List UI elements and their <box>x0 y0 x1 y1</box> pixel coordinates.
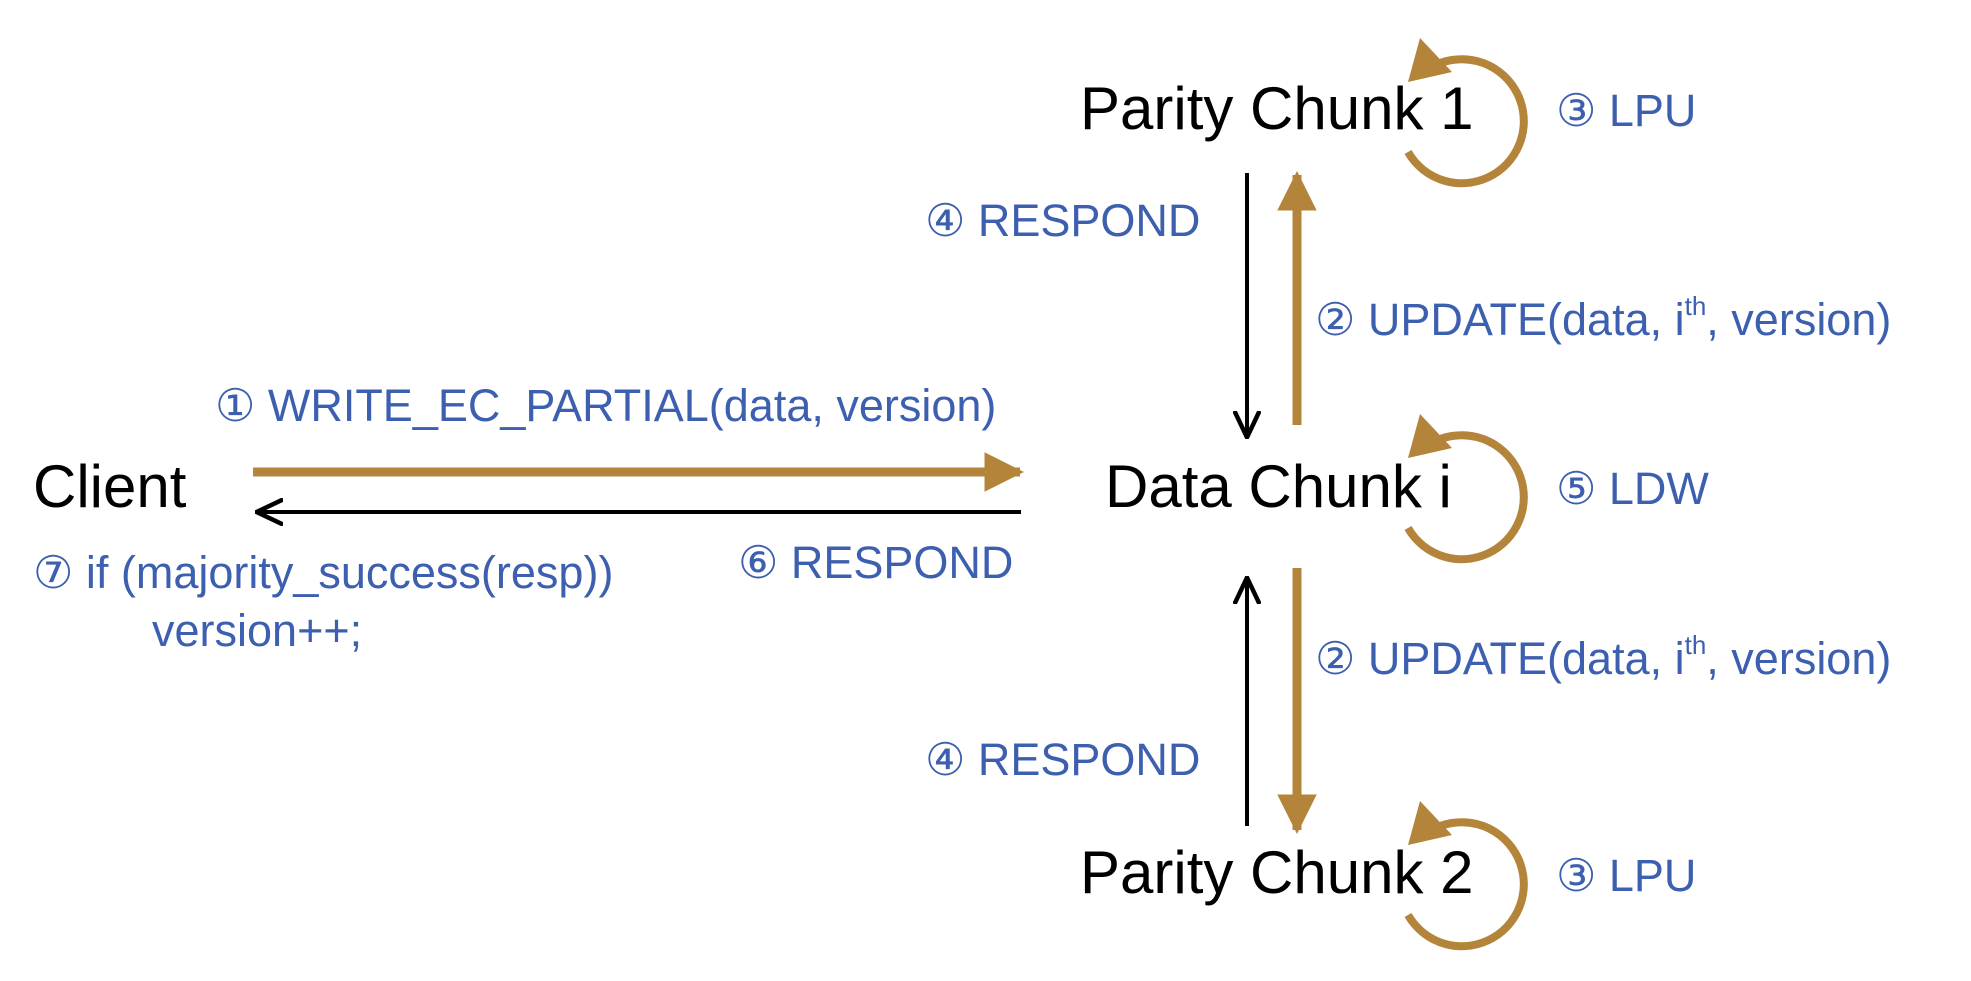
parity2-loop-arrowhead <box>1408 801 1452 845</box>
step5-number: ⑤ <box>1556 462 1597 515</box>
parity2-self-loop <box>1404 818 1528 951</box>
step7-label: ⑦ if (majority_success(resp)) <box>33 550 613 595</box>
step1-number: ① <box>215 379 256 432</box>
step3-top-number: ③ <box>1556 84 1597 137</box>
step4-bottom-number: ④ <box>925 733 966 786</box>
parity1-loop-arrowhead <box>1408 38 1452 82</box>
step2-bottom-text: UPDATE(data, i <box>1355 633 1685 684</box>
step2-bottom-sup: th <box>1684 630 1707 660</box>
step2-bottom-label: ② UPDATE(data, ith, version) <box>1315 632 1892 684</box>
parity1-self-loop <box>1404 55 1528 188</box>
step3-bottom-text: LPU <box>1596 850 1697 901</box>
data-chunk-node: Data Chunk i <box>1105 453 1452 520</box>
step6-number: ⑥ <box>738 536 779 589</box>
step6-text: RESPOND <box>778 537 1014 588</box>
step7-condition: if (majority_success(resp)) <box>73 547 614 598</box>
step4-top-text: RESPOND <box>965 195 1201 246</box>
step5-label: ⑤ LDW <box>1556 466 1709 511</box>
step4-bottom-text: RESPOND <box>965 734 1201 785</box>
step7-increment: version++; <box>152 605 363 656</box>
data-chunk-self-loop <box>1404 431 1528 564</box>
step6-label: ⑥ RESPOND <box>738 540 1013 585</box>
step2-bottom-text-end: , version) <box>1706 633 1892 684</box>
step2-top-text-end: , version) <box>1706 294 1892 345</box>
step2-top-text: UPDATE(data, i <box>1355 294 1685 345</box>
step2-bottom-number: ② <box>1315 632 1356 685</box>
client-node: Client <box>33 453 187 520</box>
parity-chunk-2-node: Parity Chunk 2 <box>1080 839 1474 906</box>
parity-chunk-1-node: Parity Chunk 1 <box>1080 75 1474 142</box>
step1-label: ① WRITE_EC_PARTIAL(data, version) <box>215 383 996 428</box>
step2-top-label: ② UPDATE(data, ith, version) <box>1315 293 1892 345</box>
data-chunk-loop-arrowhead <box>1408 414 1452 458</box>
step7-number: ⑦ <box>33 546 74 599</box>
step4-top-label: ④ RESPOND <box>925 198 1200 243</box>
step3-bottom-number: ③ <box>1556 849 1597 902</box>
step2-top-number: ② <box>1315 293 1356 346</box>
step3-top-text: LPU <box>1596 85 1697 136</box>
step5-text: LDW <box>1596 463 1709 514</box>
step4-bottom-label: ④ RESPOND <box>925 737 1200 782</box>
step4-top-number: ④ <box>925 194 966 247</box>
step2-top-sup: th <box>1684 291 1707 321</box>
step3-bottom-label: ③ LPU <box>1556 853 1696 898</box>
step3-top-label: ③ LPU <box>1556 88 1696 133</box>
step1-text: WRITE_EC_PARTIAL(data, version) <box>255 380 997 431</box>
